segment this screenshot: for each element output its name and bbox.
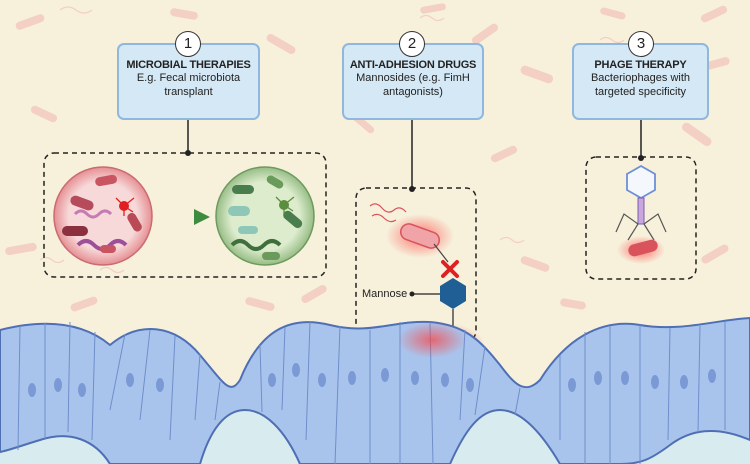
background-bacteria — [5, 3, 730, 312]
step-subtitle-line2: transplant — [164, 86, 213, 98]
step-subtitle-line1: E.g. Fecal microbiota — [136, 72, 241, 84]
panel-1-frame — [43, 152, 327, 278]
step-title: PHAGE THERAPY — [594, 59, 687, 71]
step-subtitle-line2: targeted specificity — [594, 86, 687, 98]
dysbiotic-microbiome-icon — [53, 166, 153, 266]
epithelium-icon — [0, 316, 750, 464]
panel-3-frame — [585, 156, 697, 280]
mannose-hexagon-icon — [440, 278, 466, 309]
connector-dot-2 — [409, 186, 415, 192]
epithelium-cell-borders — [17, 321, 726, 464]
connector-lines — [187, 120, 642, 188]
mannose-label: Mannose — [362, 288, 408, 300]
block-x-icon — [441, 260, 459, 278]
healthy-microbiome-icon — [215, 166, 315, 266]
step-subtitle-line2: antagonists) — [383, 86, 443, 98]
step-number-3: 3 — [628, 31, 654, 57]
step-subtitle-line1: Mannosides (e.g. FimH — [356, 72, 470, 84]
bacteriophage-icon — [615, 164, 667, 264]
step-number-1: 1 — [175, 31, 201, 57]
connector-dot-1 — [185, 150, 191, 156]
step-subtitle-line1: Bacteriophages with — [590, 72, 691, 84]
uropathogen-icon — [369, 203, 454, 258]
panel-2-frame — [355, 187, 477, 342]
fimh-link — [433, 243, 449, 263]
step-number-2: 2 — [399, 31, 425, 57]
step-title: MICROBIAL THERAPIES — [126, 59, 251, 71]
epithelium-nuclei — [28, 363, 716, 397]
adhesion-site-glow — [398, 322, 466, 358]
step-title: ANTI-ADHESION DRUGS — [349, 59, 477, 71]
connector-dot-3 — [638, 155, 644, 161]
